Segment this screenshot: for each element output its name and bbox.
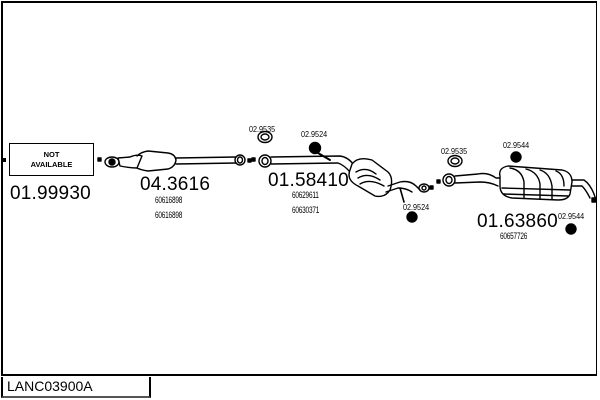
not-available-box[interactable]: NOT AVAILABLE — [9, 143, 94, 176]
oem-ref: 60630371 — [292, 205, 320, 215]
middle-silencer-drawing — [251, 130, 434, 223]
diagram-frame — [1, 1, 597, 376]
part-code-catalytic-converter[interactable]: 04.3616 — [140, 174, 211, 195]
oem-ref: 60629611 — [292, 190, 319, 200]
accessory-code-hanger[interactable]: 02.9524 — [301, 129, 328, 139]
oem-ref: 60657726 — [500, 231, 528, 241]
accessory-code-gasket[interactable]: 02.9535 — [249, 124, 276, 134]
accessory-code-hanger[interactable]: 02.9544 — [558, 211, 585, 221]
oem-ref: 60616898 — [155, 210, 183, 220]
part-code-middle-silencer[interactable]: 01.58410 — [268, 170, 349, 191]
oem-ref: 60616898 — [155, 195, 183, 205]
diagram-title: LANC03900A — [1, 377, 151, 398]
not-available-line2: AVAILABLE — [30, 160, 73, 169]
accessory-code-hanger[interactable]: 02.9544 — [503, 140, 530, 150]
rear-silencer-drawing — [436, 151, 597, 235]
accessory-code-hanger[interactable]: 02.9524 — [403, 202, 430, 212]
part-code-rear-silencer[interactable]: 01.63860 — [477, 211, 558, 232]
part-code-front-pipe[interactable]: 01.99930 — [10, 183, 91, 204]
accessory-code-gasket[interactable]: 02.9535 — [441, 146, 468, 156]
catalytic-converter-drawing — [97, 150, 252, 172]
connector-dot — [2, 158, 6, 162]
not-available-line1: NOT — [43, 150, 60, 159]
